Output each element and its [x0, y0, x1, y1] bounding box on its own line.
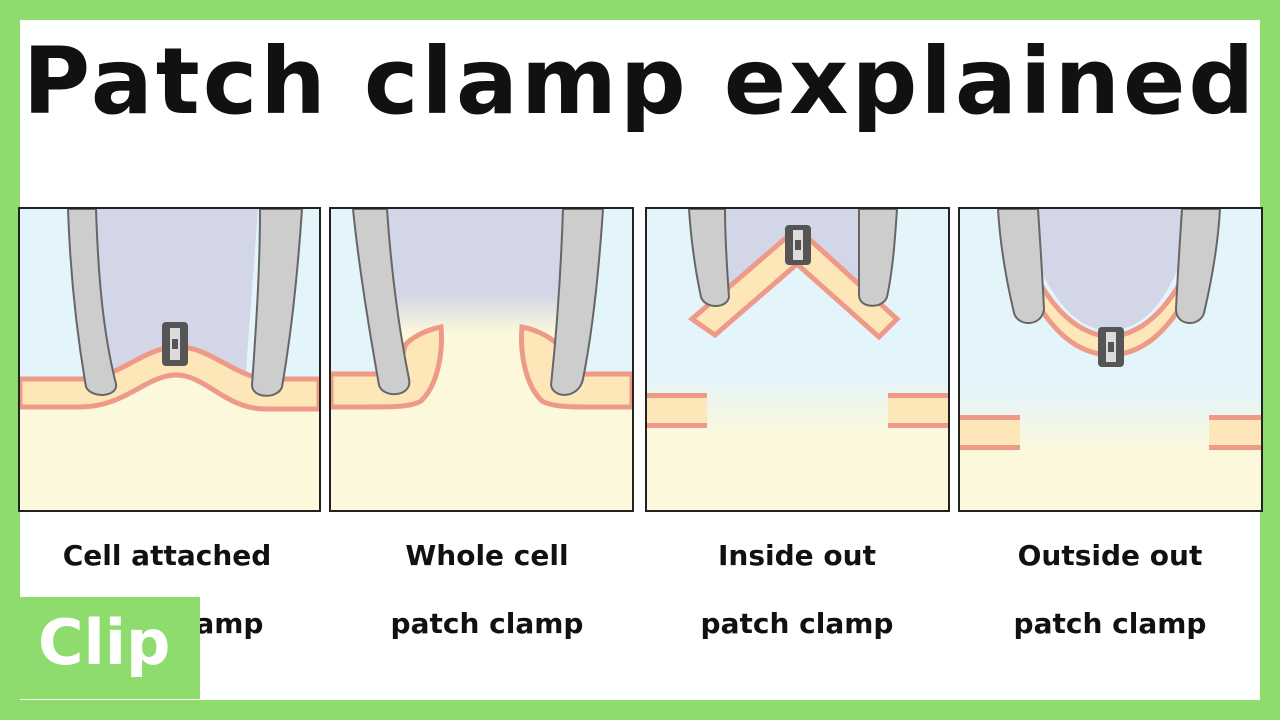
pipette-left-wall [996, 209, 1046, 324]
ion-channel-icon [785, 225, 811, 265]
caption-inside-out: Inside out patch clamp [642, 522, 952, 658]
membrane-fragment-right [1209, 417, 1261, 447]
pipette-right-wall [858, 209, 899, 307]
ion-channel-icon [162, 322, 188, 366]
clip-badge [20, 597, 200, 699]
page-title: Patch clamp explained [22, 28, 1258, 135]
ion-channel-icon [1098, 327, 1124, 367]
caption-line-2: patch clamp [700, 607, 894, 640]
pipette-left-wall [687, 209, 731, 307]
pipette-right-wall [1174, 209, 1222, 324]
caption-line-1: Whole cell [405, 539, 569, 572]
caption-outside-out: Outside out patch clamp [955, 522, 1265, 658]
pipette-solution [1020, 209, 1190, 331]
membrane-fragment-left [960, 417, 1020, 447]
caption-line-1: Cell attached [62, 539, 272, 572]
panel-outside-out [958, 207, 1263, 512]
pipette-right-wall [549, 209, 605, 396]
clip-badge-label: Clip [38, 606, 171, 679]
caption-line-1: Inside out [718, 539, 876, 572]
pipette-right-wall [250, 209, 304, 397]
membrane-fragment-right [888, 395, 948, 425]
panel-cell-attached [18, 207, 321, 512]
pipette-left-wall [66, 209, 117, 396]
caption-line-2: patch clamp [390, 607, 584, 640]
caption-whole-cell: Whole cell patch clamp [332, 522, 642, 658]
panel-inside-out [645, 207, 950, 512]
caption-line-2: patch clamp [1013, 607, 1207, 640]
pipette-solution [82, 209, 258, 389]
panel-whole-cell [329, 207, 634, 512]
caption-line-1: Outside out [1017, 539, 1203, 572]
membrane-fragment-left [647, 395, 707, 425]
pipette-left-wall [351, 209, 411, 395]
